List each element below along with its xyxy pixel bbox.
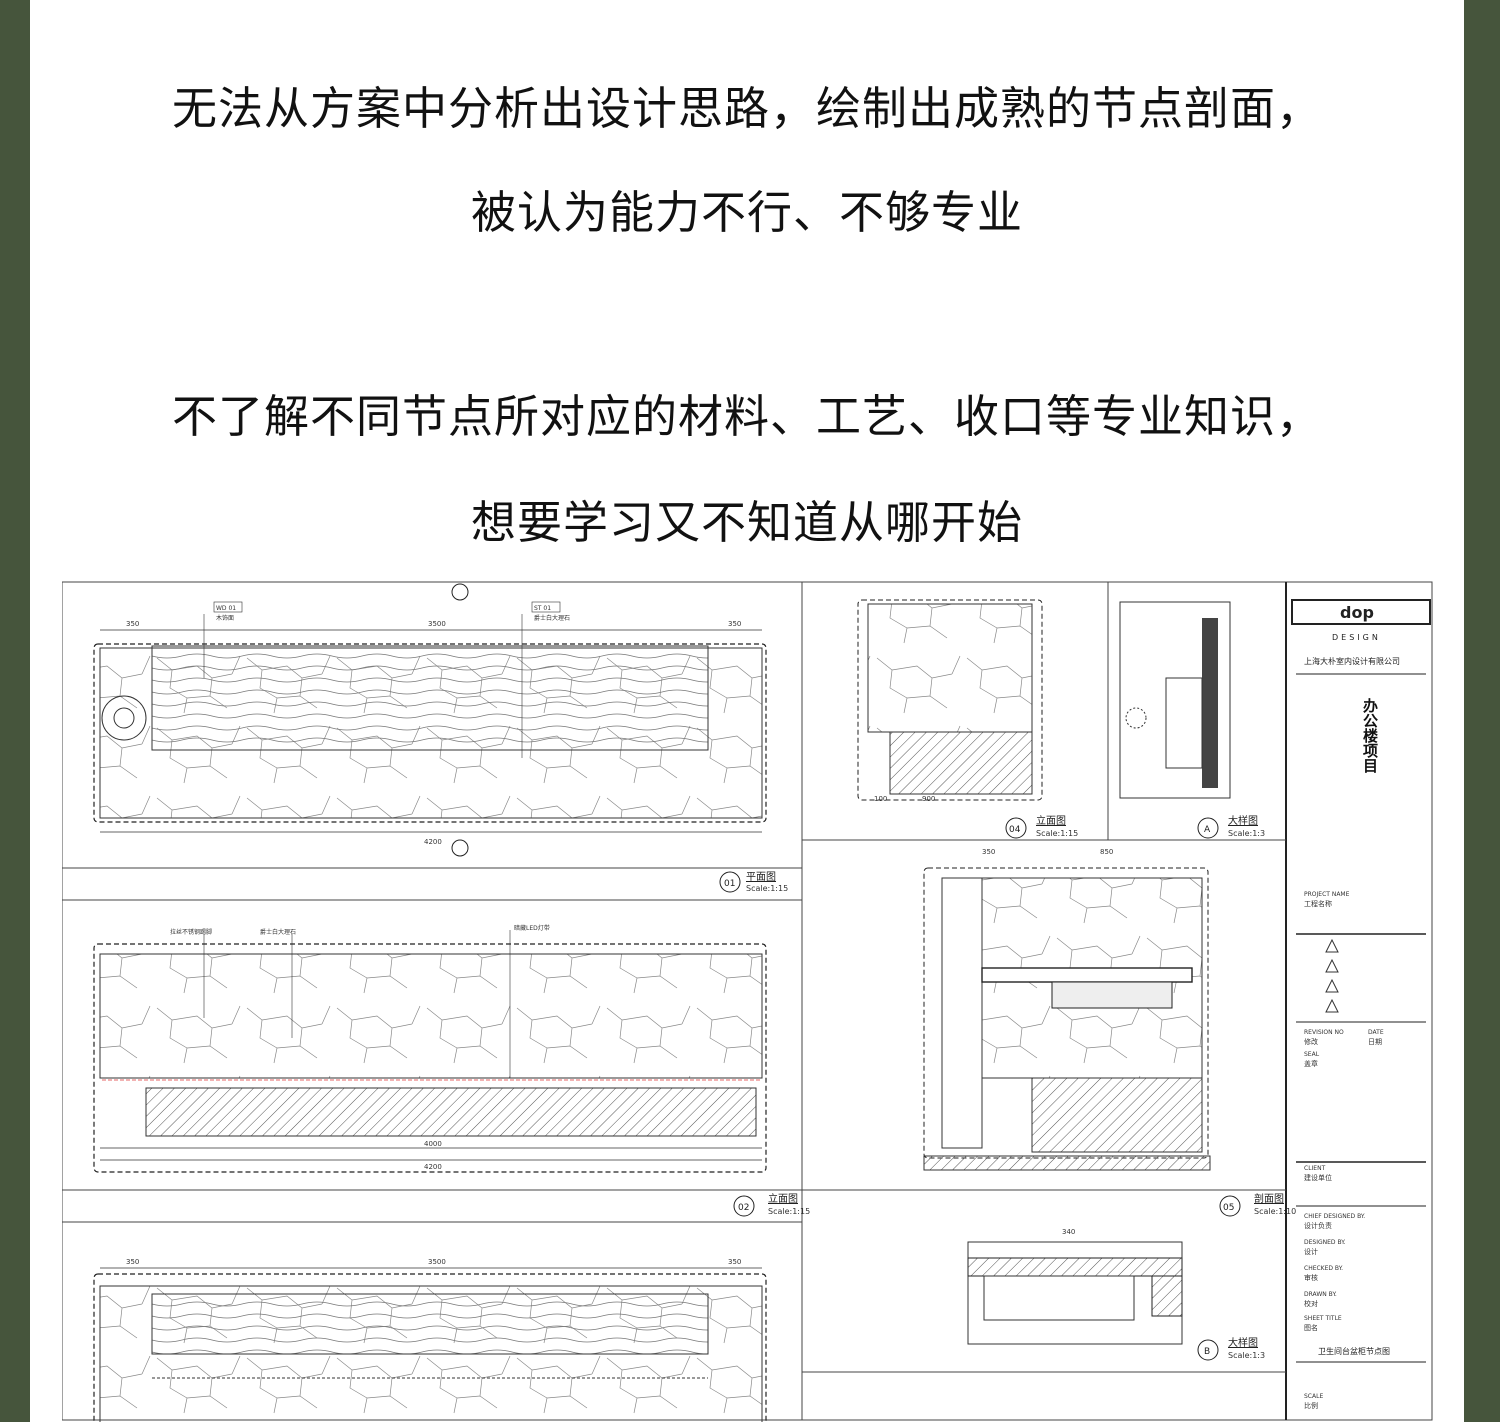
dim-350-a: 350 [126,620,139,628]
dim-350-e: 350 [982,848,995,856]
construction-drawing: 350 3500 350 4200 WD 01 木饰面 ST 01 爵士白大理石… [62,581,1433,1422]
view-A-num: A [1204,825,1211,835]
dim-340: 340 [1062,1228,1075,1236]
view-B-scale: Scale:1:3 [1228,1351,1265,1360]
tb-drawn-en: DRAWN BY. [1304,1291,1337,1298]
tb-revision-en: REVISION NO [1304,1029,1344,1036]
view-01-title: 平面图 [746,871,776,883]
view-B-num: B [1204,1347,1210,1357]
elevation-view-02: 4000 4200 拉丝不锈钢踢脚 爵士白大理石 暗藏LED灯带 02 立面图 … [93,924,810,1217]
tb-date: 日期 [1368,1038,1382,1046]
view-02-num: 02 [738,1203,749,1213]
tb-sheet: 图名 [1304,1323,1318,1332]
tb-client: 建设单位 [1304,1173,1332,1182]
dim-350-d: 350 [728,1258,741,1266]
intro-line-3: 不了解不同节点所对应的材料、工艺、收口等专业知识， [171,390,1322,443]
title-block: dop DESIGN 上海大朴室内设计有限公司 办公楼项目 PROJECT NA… [1291,599,1431,1410]
sheet-title: 卫生间台盆柜节点图 [1318,1346,1390,1356]
elevation-view-03: 350 3500 350 [93,1258,767,1422]
view-A-title: 大样图 [1228,814,1258,827]
tb-checked-en: CHECKED BY. [1304,1265,1343,1272]
tb-seal-en: SEAL [1304,1051,1320,1058]
label-steel: 拉丝不锈钢踢脚 [170,928,212,936]
view-B-title: 大样图 [1228,1336,1258,1349]
company-name: 上海大朴室内设计有限公司 [1304,656,1400,666]
tag-st-01: ST 01 [534,605,551,612]
dim-850: 850 [1100,848,1113,856]
tb-seal: 盖章 [1304,1059,1318,1068]
detail-view-A: A 大样图 Scale:1:3 [1119,601,1265,839]
dim-100-a: 100 [874,795,887,803]
view-01-num: 01 [724,879,735,889]
detail-view-B: 340 B 大样图 Scale:1:3 [967,1228,1265,1361]
plan-view-01: 350 3500 350 4200 WD 01 木饰面 ST 01 爵士白大理石… [93,583,788,893]
tb-designed: 设计 [1304,1247,1318,1256]
dim-3500-a: 3500 [428,620,446,628]
tb-date-en: DATE [1368,1029,1384,1036]
label-marble: 爵士白大理石 [534,614,570,622]
dim-900: 900 [922,795,935,803]
label-marble-2: 爵士白大理石 [260,928,296,936]
dim-4000: 4000 [424,1140,442,1148]
view-04-num: 04 [1009,825,1021,835]
project-title: 办公楼项目 [1361,697,1379,774]
elevation-view-04: 900 100 04 立面图 Scale:1:15 [857,599,1078,839]
intro-line-4: 想要学习又不知道从哪开始 [470,496,1023,549]
view-04-title: 立面图 [1036,814,1066,827]
tb-revision: 修改 [1304,1037,1318,1046]
tb-project-name-en: PROJECT NAME [1304,891,1350,898]
view-A-scale: Scale:1:3 [1228,829,1265,838]
tb-chief-en: CHIEF DESIGNED BY. [1304,1213,1365,1220]
view-05-title: 剖面图 [1254,1192,1284,1205]
tb-drawn: 校对 [1304,1299,1318,1308]
view-02-scale: Scale:1:15 [768,1207,810,1216]
tb-client-en: CLIENT [1304,1165,1326,1172]
label-wood: 木饰面 [216,614,234,622]
dim-350-b: 350 [728,620,741,628]
tb-designed-en: DESIGNED BY. [1304,1239,1346,1246]
tb-project-name: 工程名称 [1304,899,1332,908]
tb-scale: 比例 [1304,1401,1318,1410]
intro-line-2: 被认为能力不行、不够专业 [470,186,1023,239]
dim-4200-b: 4200 [424,1163,442,1171]
dim-4200-a: 4200 [424,838,442,846]
page: 无法从方案中分析出设计思路，绘制出成熟的节点剖面， 被认为能力不行、不够专业 不… [30,0,1464,1422]
section-view-05: 350 850 05 剖面图 Scale:1:10 [923,848,1296,1217]
company-logo: dop [1340,603,1374,622]
view-01-scale: Scale:1:15 [746,884,788,893]
dim-350-c: 350 [126,1258,139,1266]
company-logo-sub: DESIGN [1332,633,1381,642]
tb-sheet-en: SHEET TITLE [1304,1315,1342,1322]
tag-wd-01: WD 01 [216,605,236,612]
tb-chief: 设计负责 [1304,1221,1332,1230]
label-led: 暗藏LED灯带 [514,924,550,932]
dim-3500-b: 3500 [428,1258,446,1266]
tb-checked: 审核 [1304,1273,1318,1282]
view-04-scale: Scale:1:15 [1036,829,1078,838]
intro-line-1: 无法从方案中分析出设计思路，绘制出成熟的节点剖面， [171,82,1322,135]
view-05-scale: Scale:1:10 [1254,1207,1296,1216]
tb-scale-en: SCALE [1304,1393,1323,1400]
view-05-num: 05 [1223,1203,1234,1213]
view-02-title: 立面图 [768,1192,798,1205]
